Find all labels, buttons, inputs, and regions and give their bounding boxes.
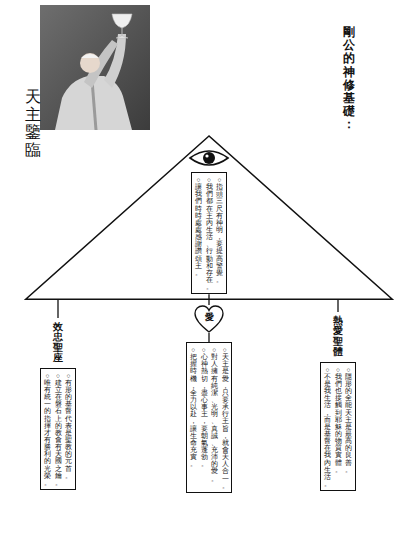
- bullet-text: ○把握時機，全力以赴，讓生命充實。: [190, 346, 197, 467]
- eye-symbol: [190, 151, 228, 165]
- heart-label: 愛: [205, 311, 214, 324]
- text-box: ○指頭三尺有神明，要提高警覺。○我們都在主內生活、行動和存在。 ○讓我們時時處處感…: [191, 172, 227, 294]
- bullet-box: ○隱形的全能天主是最高的良善。○我們也接觸到耶穌的物質實體。 ○不是我生活，而是基…: [320, 362, 356, 491]
- bullet-text: ○我們也接觸到耶穌的物質實體。: [335, 366, 342, 473]
- heading-label: 效忠聖座: [53, 322, 63, 364]
- bullet-box: ○有形的基督代表是聖教的元首。○建立在磐石上的教會有天國之鑰。 ○唯有統一的指揮才…: [40, 368, 76, 490]
- bullet-text: ○有形的基督代表是聖教的元首。: [65, 372, 72, 479]
- connector-line: [208, 333, 209, 342]
- bullet-text: ○不是我生活，而是基督在我內生活。: [324, 366, 331, 487]
- eye-glint: [205, 154, 208, 157]
- text-box: ○天主是愛，只要承行主旨，就會天人合一。○對人擁有純潔、光明、真誠、充沛的愛。○…: [186, 342, 232, 493]
- heading-label: 天主鑒臨: [25, 88, 41, 158]
- chalice: [112, 14, 132, 38]
- headed-box: 熱愛聖體 ○隱形的全能天主是最高的良善。○我們也接觸到耶穌的物質實體。 ○不是我生活…: [320, 312, 356, 491]
- bullet-text: ○唯有統一的指揮才有勝利的光榮。: [44, 372, 51, 486]
- zucchetto: [81, 54, 99, 58]
- connector-line: [57, 300, 58, 318]
- heart-shape: [195, 306, 223, 332]
- connector-line: [337, 300, 338, 312]
- stole: [92, 80, 96, 130]
- bullet-text: ○建立在磐石上的教會有天國之鑰。: [55, 372, 62, 486]
- title-text: 剛公的神修基礎：: [343, 26, 355, 132]
- triangle-shape: [26, 136, 393, 299]
- headed-box: 效忠聖座 ○有形的基督代表是聖教的元首。○建立在磐石上的教會有天國之鑰。 ○唯有統一…: [40, 318, 76, 490]
- bullet-text: ○讓我們時時處處感謝讚頌主。: [195, 176, 202, 276]
- bullet-text: ○心神熱切，盡心事主，要朝氣蓬勃。: [201, 346, 208, 467]
- head: [80, 53, 100, 73]
- triangle-node: 天主鑒臨 ○指頭三尺有神明，要提高警覺。○我們都在主內生活、行動和存在。 ○讓我們時…: [25, 88, 393, 300]
- bullet-text: ○隱形的全能天主是最高的良善。: [345, 366, 352, 473]
- photo-ground: [40, 5, 150, 130]
- bullet-text: ○指頭三尺有神明，要提高警覺。: [216, 176, 223, 283]
- bullet-text: ○天主是愛，只要承行主旨，就會天人合一。: [222, 346, 229, 489]
- title-block: 剛公的神修基礎：: [343, 26, 355, 132]
- heading-label: 熱愛聖體: [333, 316, 343, 358]
- bullet-text: ○對人擁有純潔、光明、真誠、充沛的愛。: [211, 346, 218, 482]
- bullet-text: ○我們都在主內生活、行動和存在。: [206, 176, 213, 290]
- heart-node: 愛: [194, 305, 224, 333]
- eye-pupil: [203, 152, 215, 164]
